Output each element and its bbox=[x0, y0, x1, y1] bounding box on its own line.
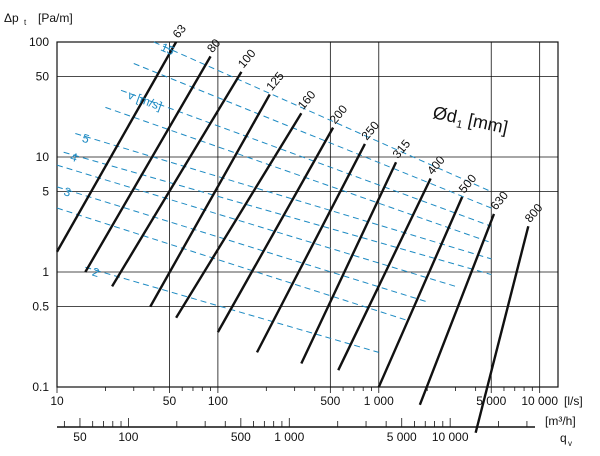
x2-tick-label: 100 bbox=[118, 430, 138, 444]
plot-frame bbox=[56, 41, 559, 388]
diameter-label: 160 bbox=[295, 88, 319, 113]
velocity-line bbox=[56, 186, 428, 303]
velocity-label: 15 bbox=[159, 40, 177, 58]
y-tick-label: 5 bbox=[42, 185, 49, 199]
diameter-label: 315 bbox=[390, 137, 414, 162]
velocity-line bbox=[56, 207, 408, 321]
diameter-line bbox=[111, 71, 243, 287]
y-tick-label: 100 bbox=[29, 35, 49, 49]
velocity-line bbox=[56, 164, 456, 287]
x-tick-label: 10 bbox=[50, 394, 64, 408]
x2-tick-label: 10 000 bbox=[432, 430, 469, 444]
diameter-line bbox=[418, 213, 496, 406]
y-tick-label: 10 bbox=[36, 150, 50, 164]
x2-axis-label: q bbox=[560, 431, 567, 445]
x2-axis-label-sub: v bbox=[568, 439, 572, 448]
diameter-axis-symbol: Ød bbox=[431, 102, 459, 127]
diameter-line bbox=[216, 127, 335, 333]
velocity-line bbox=[85, 266, 379, 353]
y-tick-label: 0.1 bbox=[32, 380, 49, 394]
velocity-line bbox=[153, 41, 492, 193]
velocity-line bbox=[63, 151, 492, 276]
x-tick-label: 500 bbox=[320, 394, 340, 408]
velocity-label: v [m/s] bbox=[126, 88, 164, 113]
diameter-label: 63 bbox=[170, 21, 190, 40]
diameter-label: 125 bbox=[263, 69, 287, 94]
diameter-axis-sub: 1 bbox=[455, 118, 463, 131]
diameter-label: 800 bbox=[522, 201, 546, 226]
diameter-line bbox=[149, 93, 271, 308]
velocity-line bbox=[105, 106, 492, 244]
y-tick-label: 50 bbox=[36, 70, 50, 84]
diameter-line bbox=[377, 196, 464, 388]
diameter-line bbox=[175, 112, 303, 319]
velocity-line bbox=[133, 63, 492, 209]
velocity-label: 5 bbox=[80, 131, 91, 146]
x-tick-label: 100 bbox=[208, 394, 228, 408]
diameter-line bbox=[337, 177, 432, 371]
x2-tick-label: 5 000 bbox=[387, 430, 417, 444]
velocity-line bbox=[120, 89, 492, 227]
diameter-line bbox=[255, 143, 366, 353]
diameter-axis-label: Ød1[mm] bbox=[431, 102, 509, 138]
diameter-label: 400 bbox=[424, 153, 448, 178]
x2-tick-label: 50 bbox=[73, 430, 87, 444]
x-tick-label: 50 bbox=[163, 394, 177, 408]
x-tick-label: 10 000 bbox=[521, 394, 558, 408]
x2-tick-label: 500 bbox=[231, 430, 251, 444]
y-tick-label: 1 bbox=[42, 265, 49, 279]
x-tick-label: 1 000 bbox=[364, 394, 394, 408]
diameter-axis-unit: [mm] bbox=[466, 110, 509, 138]
velocity-label: 4 bbox=[69, 150, 80, 165]
y-axis-label: Δp bbox=[4, 11, 19, 25]
diameter-line bbox=[300, 161, 398, 365]
velocity-label: 2 bbox=[90, 265, 101, 280]
diameter-lines bbox=[55, 41, 530, 434]
x2-tick-label: 1 000 bbox=[274, 430, 304, 444]
diameter-label: 100 bbox=[235, 46, 259, 71]
velocity-lines bbox=[56, 41, 492, 353]
x2-unit-label: [m³/h] bbox=[545, 414, 576, 428]
grid-lines bbox=[56, 41, 559, 428]
x-tick-label: 5 000 bbox=[476, 394, 506, 408]
velocity-label: 3 bbox=[62, 184, 73, 199]
y-axis-label-sub: t bbox=[24, 18, 27, 27]
y-tick-label: 0.5 bbox=[32, 300, 49, 314]
velocity-line bbox=[75, 133, 492, 260]
diameter-label: 80 bbox=[204, 36, 224, 55]
y-unit-label: [Pa/m] bbox=[38, 11, 73, 25]
diameter-label: 500 bbox=[456, 171, 480, 196]
diameter-line bbox=[84, 55, 212, 273]
diameter-line bbox=[55, 41, 178, 253]
diameter-line bbox=[474, 225, 530, 434]
x-unit-label: [l/s] bbox=[564, 394, 583, 408]
